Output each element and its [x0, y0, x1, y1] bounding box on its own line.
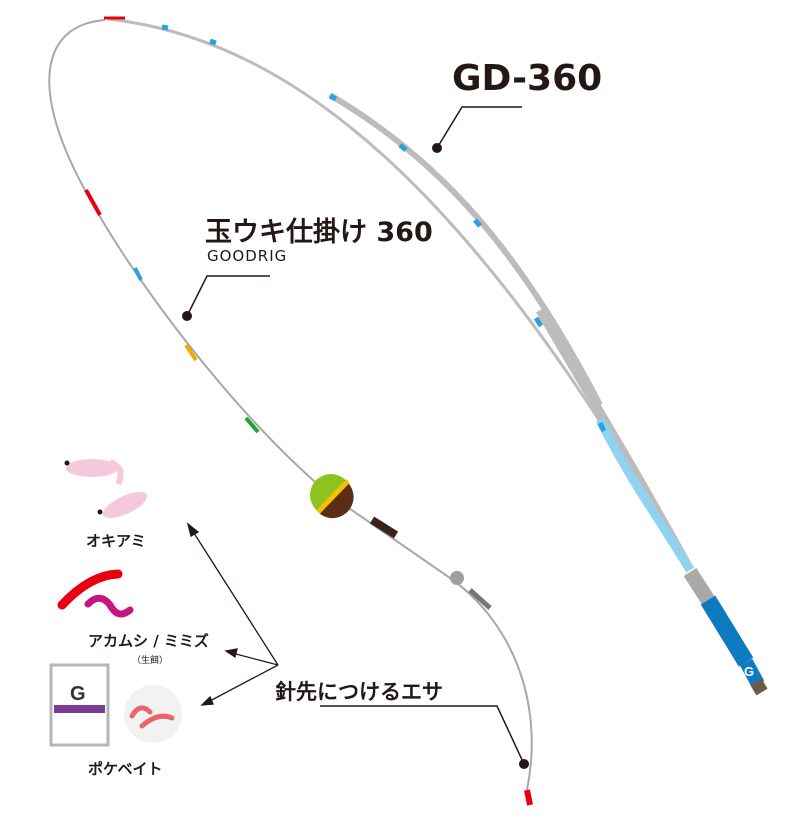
float	[310, 474, 354, 519]
bait-label-worm: アカムシ / ミミズ	[88, 632, 209, 650]
callout-lines	[186, 106, 525, 765]
rod-butt-cap	[750, 678, 768, 696]
worm-illustration	[57, 569, 134, 618]
bait-caption: 針先につけるエサ	[275, 680, 443, 704]
rod-grip	[700, 595, 754, 667]
pokebait-image	[124, 685, 182, 743]
hook	[524, 789, 533, 806]
rod-grip-upper	[683, 567, 715, 605]
svg-text:G: G	[70, 683, 86, 705]
swivel-bead	[450, 571, 464, 585]
rod-logo: G	[744, 664, 754, 679]
rod-blank	[107, 17, 692, 571]
pokebait-package: G	[49, 663, 110, 747]
bait-label-pokebait: ポケベイト	[88, 760, 163, 778]
bait-arrows	[186, 522, 279, 706]
sinker	[369, 516, 399, 539]
rod-guides	[161, 24, 607, 433]
fishing-line	[48, 19, 533, 791]
line-markers	[84, 189, 260, 434]
swivel	[468, 588, 492, 610]
rod-label: GD-360	[452, 58, 603, 99]
bait-sublabel-worm: （生餌）	[132, 656, 169, 666]
krill-illustration	[64, 459, 148, 519]
rig-brand-label: GOODRIG	[207, 247, 288, 265]
rig-label: 玉ウキ仕掛け 360	[205, 217, 433, 248]
rod-blue-section	[595, 417, 694, 573]
bait-label-krill: オキアミ	[86, 532, 146, 550]
